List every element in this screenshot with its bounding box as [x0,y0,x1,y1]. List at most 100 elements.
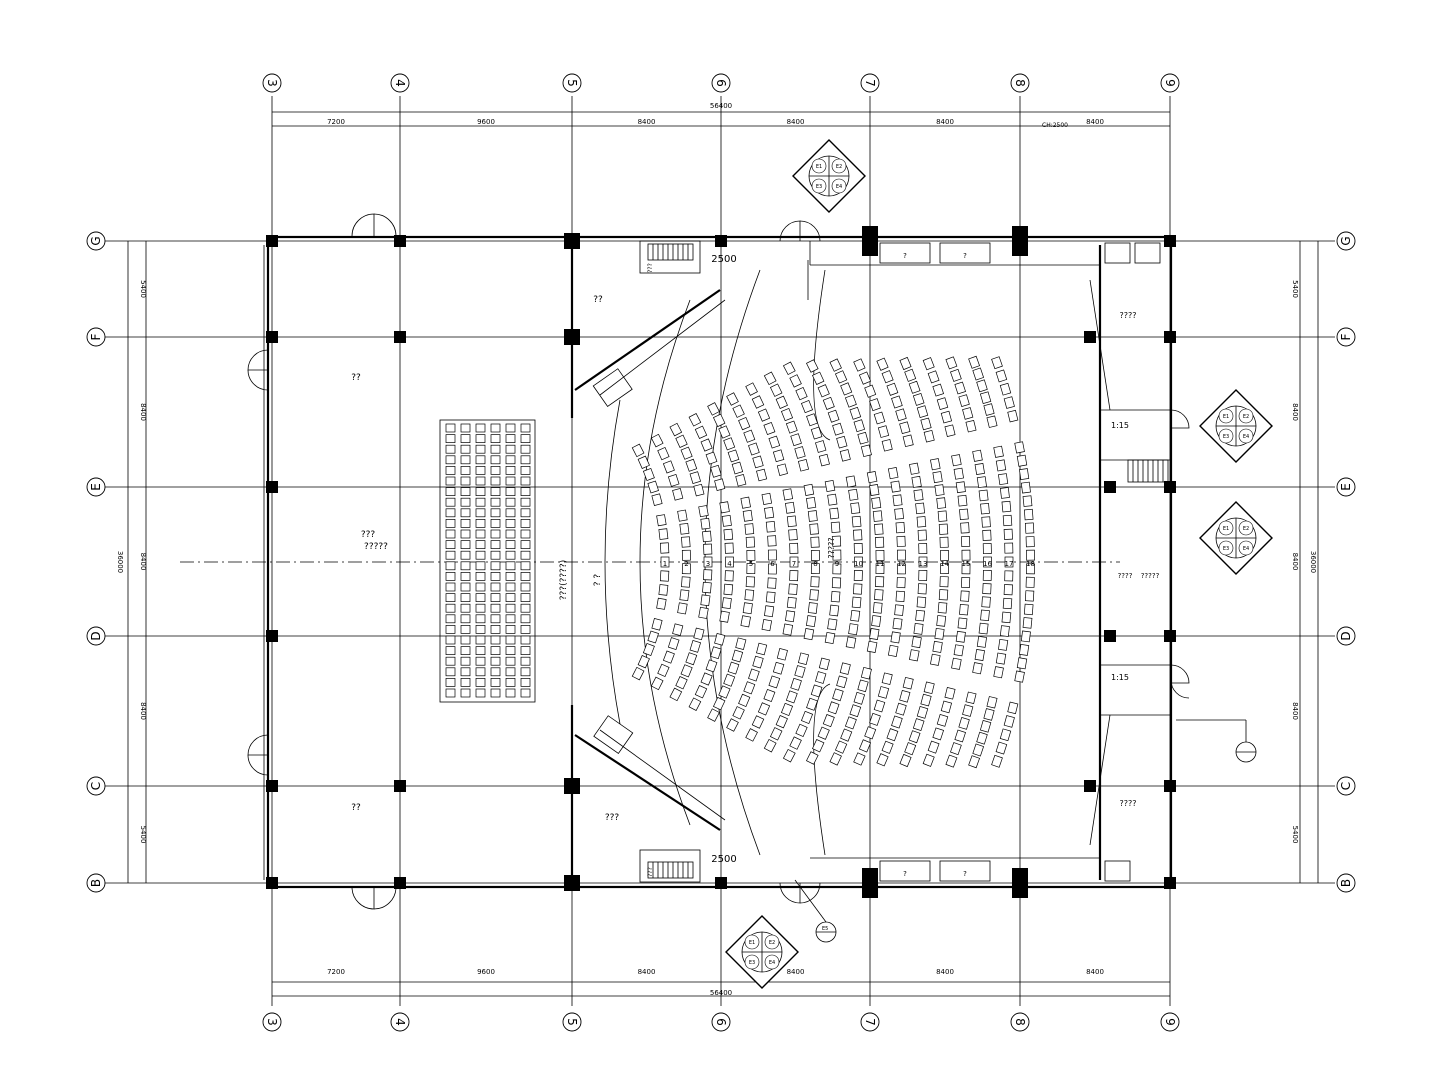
grid-bubble-3: 3 [262,73,282,93]
svg-text:8: 8 [1013,1018,1027,1026]
svg-text:E4: E4 [769,960,775,966]
svg-text:F: F [89,333,103,340]
svg-text:E2: E2 [1243,414,1249,420]
svg-text:E4: E4 [1243,546,1249,552]
row-number-3: 3 [706,560,710,568]
row-number-18: 18 [1026,560,1035,568]
row-number-4: 4 [727,560,732,568]
dim-right-0: 5400 [1291,280,1299,298]
overall-dim-bottom: 56400 [710,989,732,997]
overall-dim-side-left: 36000 [116,551,124,573]
row-number-9: 9 [835,560,839,568]
lobby-south-label: ?? [351,803,361,813]
stair-dim-north: 2500 [711,254,736,265]
svg-text:E1: E1 [749,940,755,946]
dim-left-3: 8400 [139,702,147,720]
grid-bubble-5: 5 [562,73,582,93]
lobby-center-label-2: ????? [364,542,388,552]
svg-text:E: E [89,483,103,491]
ramp-label-south: 1:15 [1111,673,1129,682]
grid-bubble-E: E [1336,477,1356,497]
svg-text:9: 9 [1163,79,1177,87]
grid-bubble-G: G [86,231,106,251]
svg-text:E3: E3 [749,960,755,966]
svg-text:3: 3 [265,1018,279,1026]
stage-outline [574,289,726,831]
svg-text:4: 4 [393,79,407,87]
detail-references: E5 [794,719,1257,943]
dim-right-3: 8400 [1291,702,1299,720]
dim-right-4: 5400 [1291,826,1299,844]
svg-text:F: F [1339,333,1353,340]
small-room-label-2: ? [963,252,967,260]
svg-text:G: G [1339,236,1353,245]
stair-dim-south: 2500 [711,854,736,865]
small-room-label-3: ? [903,870,907,878]
svg-text:4: 4 [393,1018,407,1026]
grid-bubble-F: F [1336,327,1356,347]
dim-top-3: 8400 [787,118,805,126]
svg-text:E1: E1 [1223,414,1229,420]
east-mid-label-1: ???? [1118,572,1133,580]
dim-top-5: 8400 [1086,118,1104,126]
lobby-north-label: ?? [351,373,361,383]
row-number-7: 7 [792,560,796,568]
svg-text:D: D [1339,631,1353,640]
dim-bottom-2: 8400 [638,968,656,976]
dim-right-1: 8400 [1291,403,1299,421]
grid-bubble-4: 4 [390,73,410,93]
dimension-labels: 56400 56400 CH:2500 36000 36000 2500 250… [116,102,1317,997]
east-mid-label-2: ????? [1141,572,1160,580]
svg-text:E3: E3 [1223,546,1229,552]
row-number-10: 10 [854,560,863,568]
grid-bubble-G: G [1336,231,1356,251]
dim-bottom-3: 8400 [787,968,805,976]
stage-center-label: ? ? [593,574,603,587]
svg-text:C: C [1339,782,1353,790]
dim-left-1: 8400 [139,403,147,421]
grid-bubble-4: 4 [390,1012,410,1032]
aisle-label: ????? [827,537,836,558]
dim-bottom-0: 7200 [327,968,345,976]
stair-label-south: ??? [647,867,654,877]
svg-text:E1: E1 [1223,526,1229,532]
svg-text:E2: E2 [836,164,842,170]
structural-columns [266,226,1176,898]
east-north-label: ???? [1120,311,1137,320]
grid-bubble-6: 6 [711,1012,731,1032]
grid-bubble-C: C [86,776,106,796]
ramp-label-north: 1:15 [1111,421,1129,430]
overall-dim-side-right: 36000 [1309,551,1317,573]
svg-text:5: 5 [565,1018,579,1026]
dim-bottom-1: 9600 [477,968,495,976]
east-south-label: ???? [1120,799,1137,808]
stairs [647,243,1169,879]
row-number-5: 5 [749,560,753,568]
grid-bubble-3: 3 [262,1012,282,1032]
svg-text:E3: E3 [816,184,822,190]
grid-bubble-C: C [1336,776,1356,796]
detail-ref-label: E5 [822,926,828,932]
svg-text:E4: E4 [836,184,842,190]
svg-text:6: 6 [714,1018,728,1026]
grid-bubble-D: D [1336,626,1356,646]
ch-note: CH:2500 [1042,122,1068,129]
small-room-label-1: ? [903,252,907,260]
grid-bubble-9: 9 [1160,1012,1180,1032]
small-room-label-4: ? [963,870,967,878]
row-number-11: 11 [876,560,885,568]
row-number-14: 14 [940,560,949,568]
svg-text:D: D [89,631,103,640]
segment-dimensions: 7200720096009600840084008400840084008400… [139,118,1299,976]
svg-text:9: 9 [1163,1018,1177,1026]
grid-bubble-F: F [86,327,106,347]
grid-bubble-5: 5 [562,1012,582,1032]
lobby-seating-block [439,419,536,703]
stair-label-north: ??? [647,263,654,273]
grid-bubble-B: B [86,873,106,893]
